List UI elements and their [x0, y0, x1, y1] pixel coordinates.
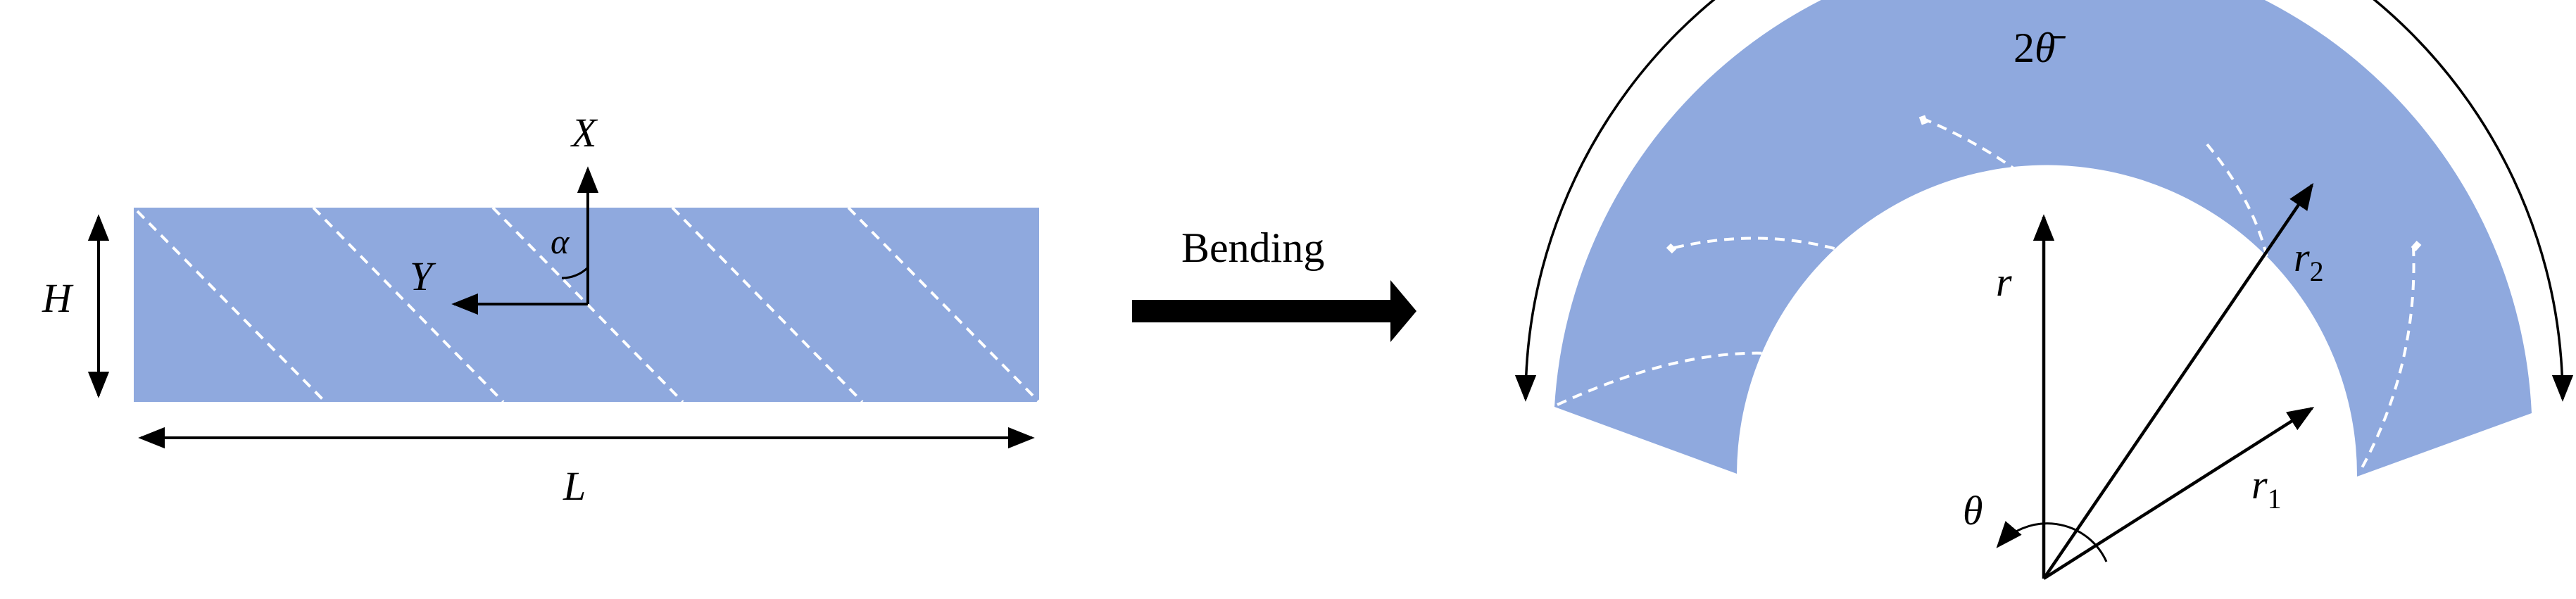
r2-subscript: 2 [2310, 256, 2324, 287]
r1-label: r1 [2251, 462, 2282, 515]
alpha-label: α [551, 222, 570, 261]
r1-symbol: r [2251, 462, 2268, 507]
alpha-arc [561, 266, 589, 279]
bent-fiber-line [1557, 351, 1840, 406]
angle-span-arc [1514, 0, 2574, 402]
bending-label: Bending [1181, 225, 1324, 271]
fiber-line [312, 208, 505, 402]
r2-vector-arrow [2042, 182, 2314, 580]
fiber-line [136, 210, 327, 402]
bent-strip-group [1554, 0, 2532, 477]
r2-symbol: r [2294, 234, 2310, 280]
r-vector-label: r⃗ [1996, 259, 2044, 305]
y-axis-label: Y [410, 253, 436, 299]
bent-fiber-line [1921, 117, 2135, 321]
theta-direction-arc [1996, 521, 2108, 562]
r1-subscript: 1 [2268, 483, 2282, 515]
bent-fiber-line [2206, 143, 2274, 353]
theta-vector-label: θ⃗ [1963, 488, 2015, 534]
bending-arrow [1132, 280, 1416, 342]
angle-span-factor: 2 [2013, 25, 2035, 71]
r1-vector-arrow [2042, 406, 2315, 580]
bent-fiber-line [1673, 237, 1969, 317]
r2-label: r2 [2294, 234, 2324, 287]
fiber-line [847, 208, 1039, 402]
bent-strip [1554, 0, 2532, 477]
bent-fiber-line [2358, 246, 2415, 472]
x-axis-label: X [570, 110, 598, 156]
height-label: H [42, 275, 74, 321]
bent-fiber-lines [1557, 117, 2415, 472]
fiber-line [671, 208, 864, 402]
length-label: L [563, 463, 586, 509]
